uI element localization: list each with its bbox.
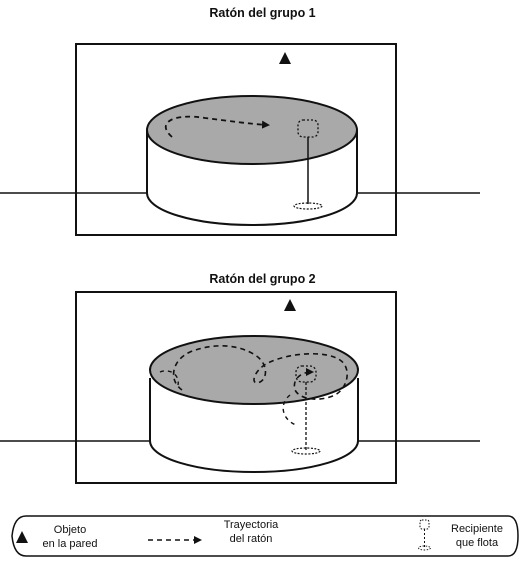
triangle-icon: [16, 531, 28, 543]
pool-2-water: [149, 335, 359, 405]
legend-path-line2: del ratón: [229, 533, 273, 545]
room-frame-2: [75, 291, 397, 484]
legend-wall-object-line1: Objeto: [53, 524, 87, 536]
mouse-path-2: [172, 345, 348, 400]
mouse-path-2-start: [159, 370, 179, 386]
legend-frame: [11, 515, 519, 557]
wall-object-2-icon: [284, 299, 296, 311]
legend-platform-line2: que flota: [455, 537, 499, 549]
panel1-diagram: [0, 43, 480, 236]
room-frame-1: [75, 43, 397, 236]
floating-container-1-icon: [293, 119, 323, 210]
mouse-path-2-tail: [282, 394, 297, 426]
legend-path: Trayectoria del ratón: [206, 518, 296, 546]
legend-platform: Recipiente que flota: [433, 522, 521, 550]
panel2-diagram: [0, 291, 480, 484]
floating-container-2-icon: [291, 365, 321, 455]
legend-wall-object-line2: en la pared: [42, 538, 98, 550]
floating-container-icon: [418, 519, 431, 551]
mouse-path-1: [164, 115, 270, 138]
legend-platform-line1: Recipiente: [451, 523, 503, 535]
panel2-title: Ratón del grupo 2: [209, 272, 316, 286]
legend: [11, 515, 519, 557]
legend-path-line1: Trayectoria: [223, 519, 279, 531]
legend-wall-object: Objeto en la pared: [30, 523, 110, 551]
panel1-title: Ratón del grupo 1: [209, 6, 316, 20]
wall-object-1-icon: [279, 52, 291, 64]
pool-1-water: [146, 95, 358, 165]
